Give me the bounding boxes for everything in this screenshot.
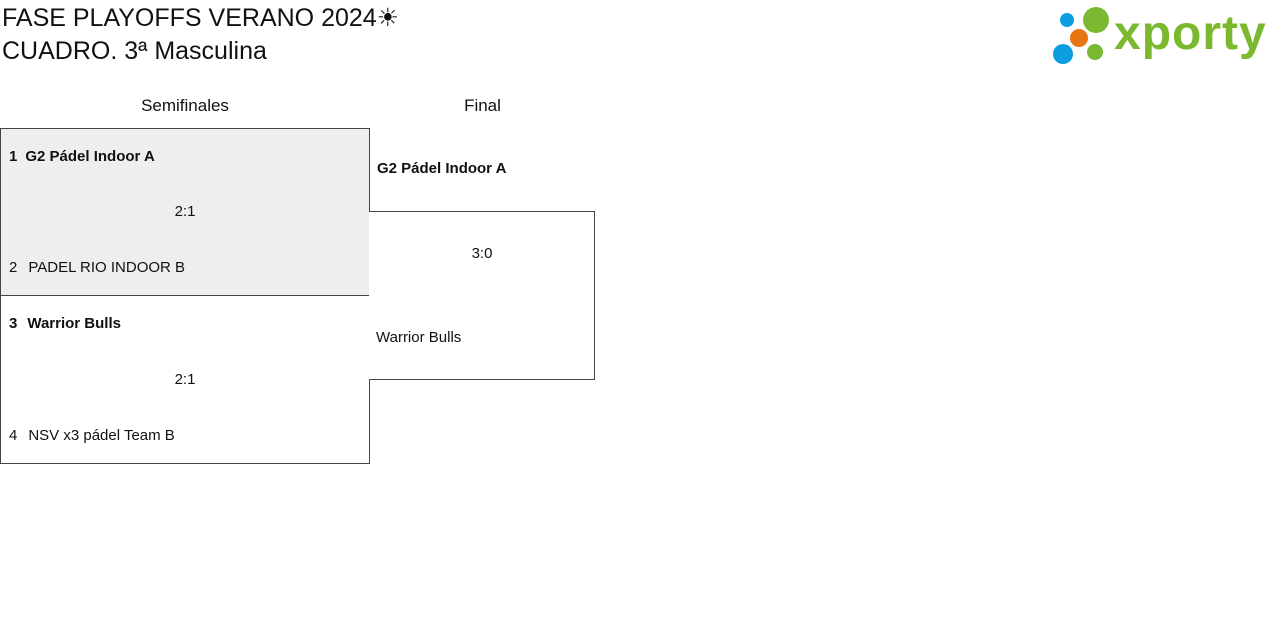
final-team-2: Warrior Bulls [376, 329, 462, 346]
semifinal-2-score: 2:1 [174, 371, 196, 388]
semifinal-match-2[interactable]: 3 Warrior Bulls 2:1 4 NSV x3 pádel Team B [0, 295, 370, 464]
final-team-1: G2 Pádel Indoor A [377, 160, 507, 177]
seed-number: 4 [9, 427, 18, 444]
team-name: G2 Pádel Indoor A [25, 148, 155, 165]
final-match[interactable]: 3:0 Warrior Bulls [369, 211, 595, 380]
xporty-logo[interactable]: xporty [1050, 4, 1278, 68]
semifinal-2-team-1: 3 Warrior Bulls [9, 315, 121, 332]
round-header-final: Final [464, 96, 501, 115]
seed-number: 2 [9, 259, 18, 276]
semifinal-match-1[interactable]: 1 G2 Pádel Indoor A 2:1 2 PADEL RIO INDOOR… [0, 128, 370, 296]
final-score: 3:0 [471, 245, 493, 262]
team-name: Warrior Bulls [27, 315, 121, 332]
seed-number: 1 [9, 148, 18, 165]
semifinal-1-team-1: 1 G2 Pádel Indoor A [9, 148, 155, 165]
logo-dots-icon [1053, 7, 1109, 64]
team-name: PADEL RIO INDOOR B [28, 259, 186, 276]
page-header: FASE PLAYOFFS VERANO 2024☀ CUADRO. 3ª Ma… [2, 2, 399, 68]
page-title: FASE PLAYOFFS VERANO 2024☀ [2, 4, 400, 32]
round-header-semifinals: Semifinales [141, 96, 229, 115]
semifinal-2-team-2: 4 NSV x3 pádel Team B [9, 427, 175, 444]
team-name: NSV x3 pádel Team B [28, 427, 175, 444]
page-subtitle: CUADRO. 3ª Masculina [2, 37, 267, 65]
semifinal-1-score: 2:1 [174, 203, 196, 220]
semifinal-1-team-2: 2 PADEL RIO INDOOR B [9, 259, 185, 276]
seed-number: 3 [9, 315, 18, 332]
logo-wordmark: xporty [1114, 7, 1267, 60]
